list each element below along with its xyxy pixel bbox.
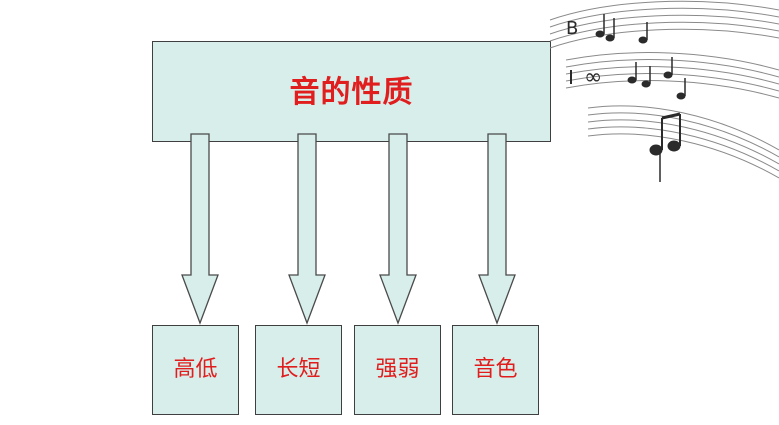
arrow-to-child-4 — [479, 134, 515, 323]
child-node-label-3: 强弱 — [375, 357, 419, 383]
svg-text:B: B — [566, 18, 578, 39]
root-node-title: 音的性质 — [153, 76, 550, 110]
child-node-box-1: 高低 — [152, 325, 239, 415]
arrow-to-child-3 — [380, 134, 416, 323]
child-node-label-4: 音色 — [473, 357, 517, 383]
arrow-to-child-1 — [182, 134, 218, 323]
child-node-box-4: 音色 — [452, 325, 539, 415]
arrow-to-child-2 — [289, 134, 325, 323]
music-notes-staff-icon: B ∞ — [548, 0, 779, 200]
child-node-label-2: 长短 — [276, 357, 320, 383]
child-node-label-1: 高低 — [173, 357, 217, 383]
root-node-box: 音的性质 — [152, 41, 551, 142]
svg-text:∞: ∞ — [584, 65, 602, 90]
child-node-box-3: 强弱 — [354, 325, 441, 415]
child-node-box-2: 长短 — [255, 325, 342, 415]
